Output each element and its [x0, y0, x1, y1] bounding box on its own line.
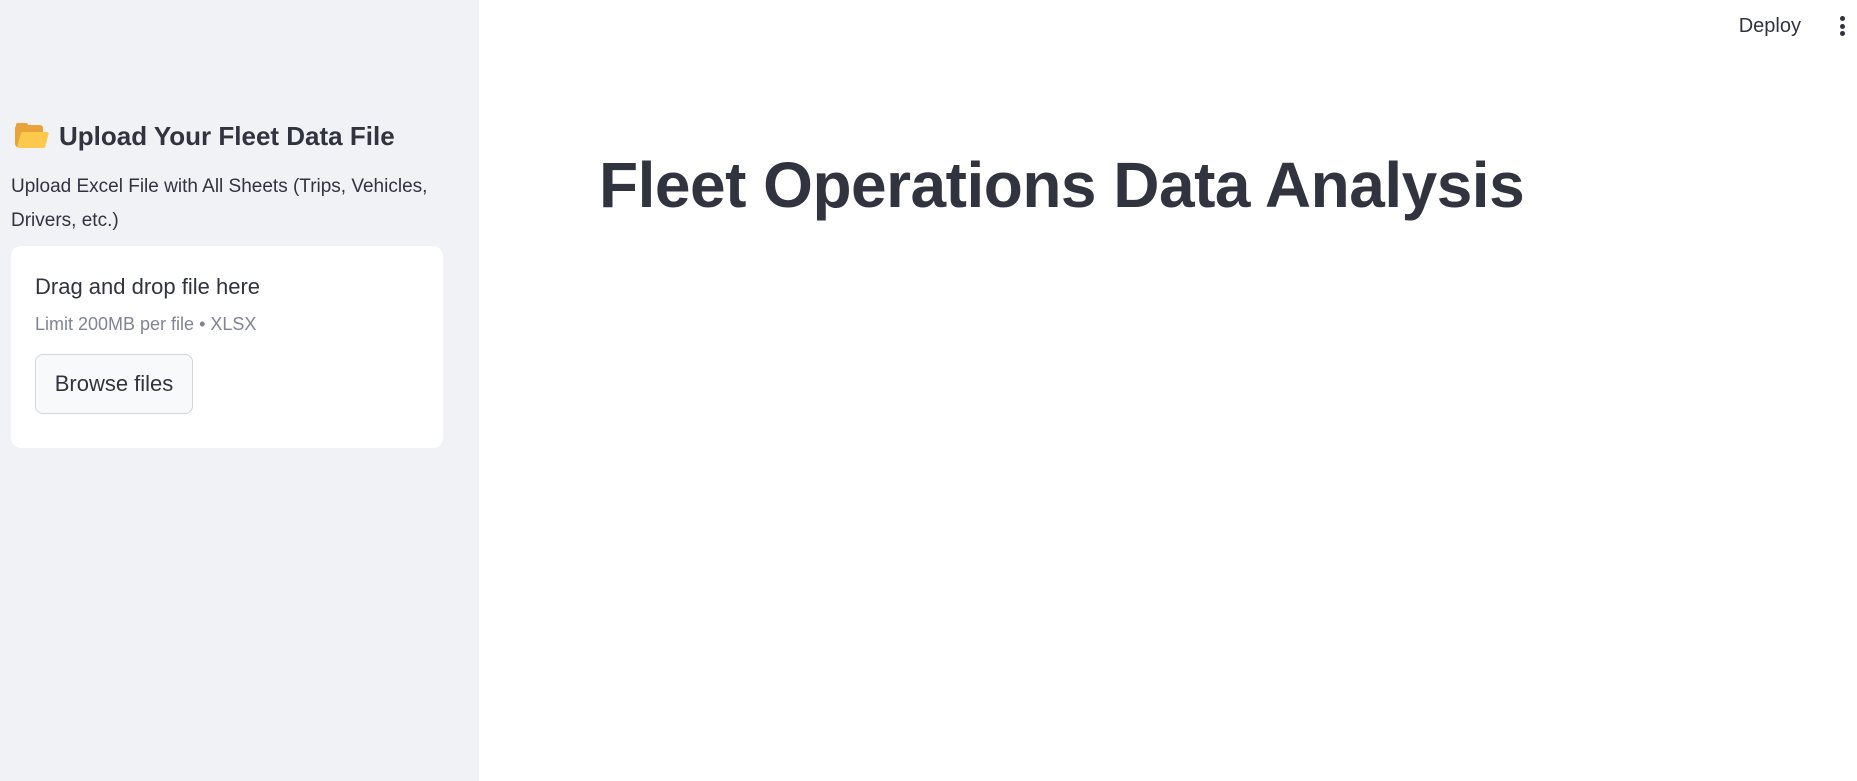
sidebar-header-text: Upload Your Fleet Data File [59, 120, 395, 151]
deploy-button[interactable]: Deploy [1729, 9, 1811, 44]
dropzone-title: Drag and drop file here [35, 274, 261, 299]
sidebar: Upload Your Fleet Data File Upload Excel… [0, 0, 479, 781]
page-title: Fleet Operations Data Analysis [599, 149, 1525, 221]
top-toolbar: Deploy [1729, 0, 1857, 52]
main-content: Deploy Fleet Operations Data Analysis [479, 0, 1857, 781]
kebab-menu-icon[interactable] [1835, 16, 1849, 36]
file-uploader-label: Upload Excel File with All Sheets (Trips… [11, 176, 428, 231]
sidebar-header: Upload Your Fleet Data File [15, 116, 443, 156]
browse-files-button[interactable]: Browse files [35, 354, 193, 414]
folder-open-icon [15, 123, 49, 149]
sidebar-content: Upload Your Fleet Data File Upload Excel… [11, 116, 443, 448]
dropzone-limit-text: Limit 200MB per file • XLSX [35, 314, 257, 334]
file-dropzone[interactable]: Drag and drop file here Limit 200MB per … [11, 246, 443, 448]
